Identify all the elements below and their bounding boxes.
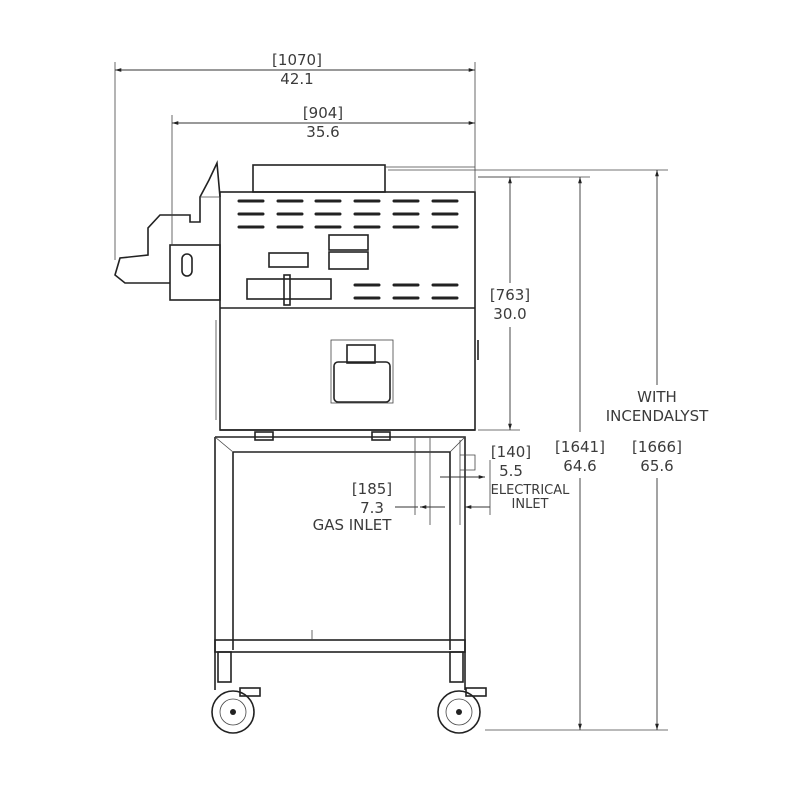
incendalyst-label-2: INCENDALYST bbox=[606, 407, 709, 425]
overall-width-in: 42.1 bbox=[280, 70, 313, 88]
warning-label bbox=[328, 251, 369, 270]
caster-wheel bbox=[211, 687, 261, 734]
warning-label bbox=[328, 234, 369, 251]
electrical-inlet-in: 5.5 bbox=[499, 462, 523, 480]
gas-inlet-in: 7.3 bbox=[360, 499, 384, 517]
overall-width-mm: [1070] bbox=[272, 51, 322, 69]
incendalyst-height-in: 65.6 bbox=[640, 457, 673, 475]
caster-wheel bbox=[437, 687, 487, 734]
oven-body bbox=[114, 159, 479, 431]
electrical-inlet-mm: [140] bbox=[491, 443, 531, 461]
conveyor-extension bbox=[114, 159, 221, 301]
control-slot bbox=[246, 278, 332, 300]
vent-grille bbox=[237, 199, 459, 300]
total-height-mm: [1641] bbox=[555, 438, 605, 456]
rating-label bbox=[268, 252, 309, 268]
incendalyst-height-mm: [1666] bbox=[632, 438, 682, 456]
gas-inlet-label: GAS INLET bbox=[313, 516, 393, 534]
dimension-lines bbox=[114, 62, 668, 731]
incendalyst-label-1: WITH bbox=[637, 388, 677, 406]
window bbox=[330, 339, 394, 404]
oven-width-mm: [904] bbox=[303, 104, 343, 122]
electrical-inlet-label-2: INLET bbox=[512, 497, 549, 512]
oven-height-mm: [763] bbox=[490, 286, 530, 304]
gas-inlet-mm: [185] bbox=[352, 480, 392, 498]
total-height-in: 64.6 bbox=[563, 457, 596, 475]
stand bbox=[211, 431, 487, 734]
electrical-inlet-label-1: ELECTRICAL bbox=[491, 483, 571, 498]
oven-height-in: 30.0 bbox=[493, 305, 526, 323]
oven-width-in: 35.6 bbox=[306, 123, 339, 141]
